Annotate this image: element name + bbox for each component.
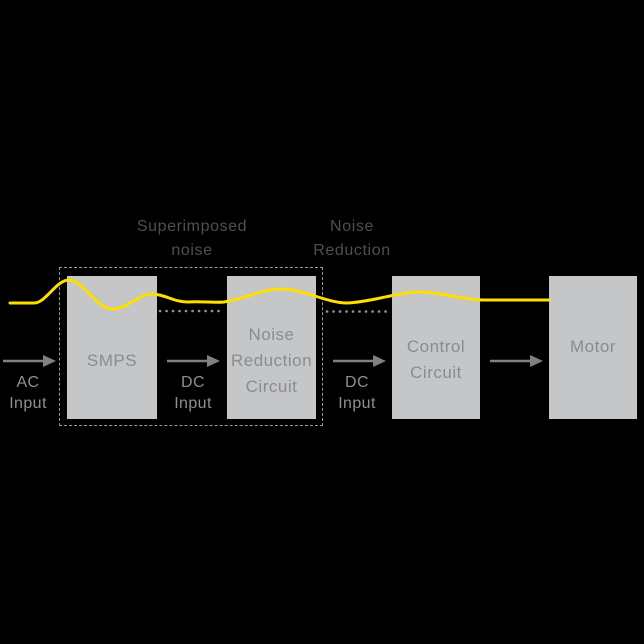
motor-block-label: Motor	[570, 337, 616, 356]
superimposed-noise-dashed-box	[59, 267, 323, 426]
motor-block: Motor	[549, 276, 637, 419]
superimposed-noise-label: Superimposed noise	[112, 215, 272, 263]
dc-input-arrow-icon	[167, 355, 220, 367]
noise-reduction-label: Noise Reduction	[282, 215, 422, 263]
superimposed-noise-label-line1: Superimposed	[136, 218, 248, 235]
superimposed-noise-label-line2: noise	[171, 242, 213, 259]
control-to-motor-arrow-icon	[490, 355, 543, 367]
smps-block-label: SMPS	[86, 351, 138, 370]
dc-input-label-1: DC Input	[174, 374, 212, 412]
control-circuit-block: Control Circuit	[392, 276, 480, 419]
smps-block: SMPS	[67, 276, 157, 419]
control-circuit-block-label: Control Circuit	[406, 337, 466, 382]
noise-reduction-label-line2: Reduction	[313, 242, 391, 259]
ac-input-arrow-icon	[3, 355, 56, 367]
noise-reduction-label-line1: Noise	[330, 218, 374, 235]
dc-input-label-2: DC Input	[338, 374, 376, 412]
noise-reduction-circuit-block: Noise Reduction Circuit	[227, 276, 316, 419]
noise-reduction-circuit-block-label: Noise Reduction Circuit	[230, 325, 313, 396]
dc-input-arrow-2-icon	[333, 355, 386, 367]
ac-input-label: AC Input	[9, 374, 47, 412]
